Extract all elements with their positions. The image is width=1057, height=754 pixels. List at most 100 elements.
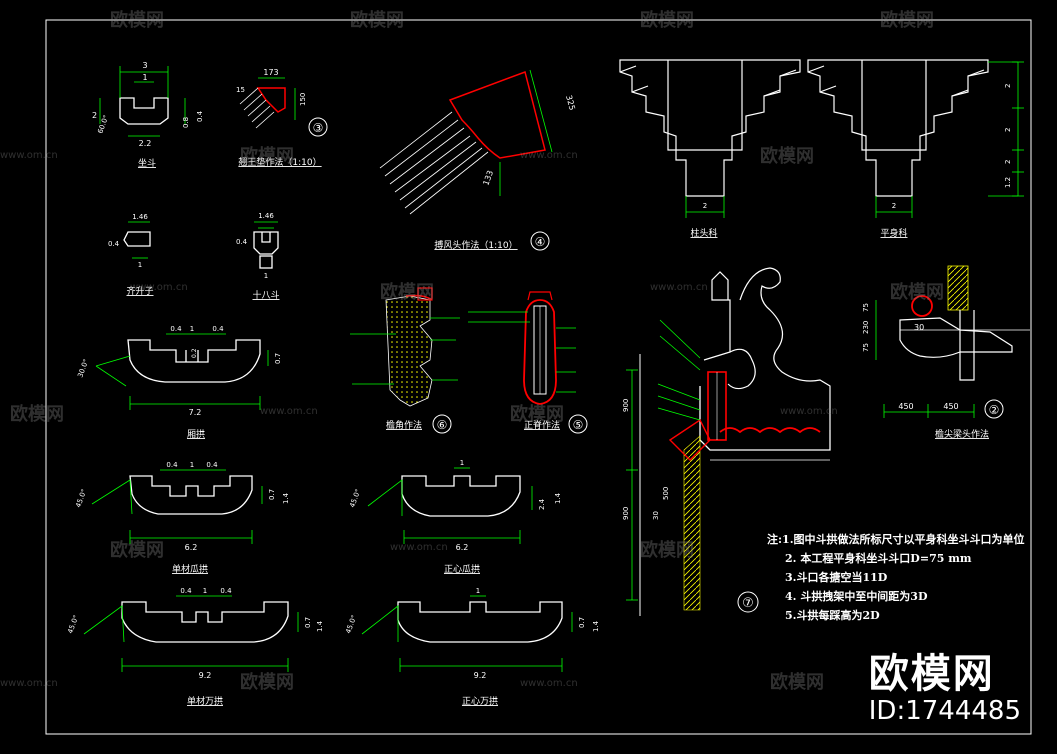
watermark-logo: 欧模网 xyxy=(770,671,824,693)
watermark-logo: 欧模网 xyxy=(10,403,64,425)
dim-ps-r2: 2 xyxy=(1004,128,1012,132)
title-zuodou: 坐斗 xyxy=(138,158,156,169)
watermark-logo: 欧模网 xyxy=(640,539,694,561)
detail-yanjiao xyxy=(350,287,460,407)
detail-zhengxinwangong xyxy=(361,595,573,672)
watermark-layer: 欧模网 欧模网 欧模网 欧模网 欧模网 欧模网 欧模网 欧模网 欧模网 欧模网 … xyxy=(10,9,944,693)
dim-ps-r3: 2 xyxy=(1004,160,1012,164)
dim-ps-r1: 2 xyxy=(1004,84,1012,88)
watermark-logo: 欧模网 xyxy=(110,539,164,561)
title-shibadou: 十八斗 xyxy=(252,289,279,301)
dim-dw-h: 0.7 xyxy=(304,617,312,628)
detail-dancaiguagong xyxy=(91,469,263,544)
title-pingshen: 平身科 xyxy=(880,227,907,239)
title-zhuangong: 厢拱 xyxy=(187,428,205,440)
dim-yj-a: 450 xyxy=(898,402,913,411)
circle-4-icon xyxy=(530,231,550,251)
detail-zuodou xyxy=(99,66,186,137)
dim-dg-l: 6.2 xyxy=(185,543,198,552)
dim-ps-b: 2 xyxy=(892,202,896,210)
title-yanjiao: 檐角作法 xyxy=(386,419,422,431)
dim-dg-a1: 0.4 xyxy=(166,461,178,469)
dim-dg-t: 1.4 xyxy=(282,492,290,504)
dim-qs-w: 1.46 xyxy=(132,213,148,221)
dim-dw-a1: 0.4 xyxy=(180,587,192,595)
detail-shibadou xyxy=(253,221,279,269)
watermark-logo: 欧模网 xyxy=(350,9,404,31)
dim-qs-b: 1 xyxy=(138,261,142,269)
circle-label-3: ③ xyxy=(313,121,324,135)
dim-tg-h: 150 xyxy=(299,93,307,106)
dim-sb-w: 1.46 xyxy=(258,212,274,220)
title-yanjia: 檐尖梁头作法 xyxy=(935,428,989,440)
dim-zg-b: 1 xyxy=(190,325,194,333)
dim-dg-a2: 0.4 xyxy=(206,461,218,469)
detail-qisheng xyxy=(123,221,151,259)
dim-sb-h: 0.4 xyxy=(236,238,248,246)
detail-zhengxinguagong xyxy=(367,467,533,544)
dim-bf-a: 325 xyxy=(564,94,577,111)
dim-zw-l: 9.2 xyxy=(474,671,487,680)
dim-q-900a: 900 xyxy=(622,399,630,412)
circle-label-6: ⑥ xyxy=(437,418,448,432)
watermark-logo: 欧模网 xyxy=(890,281,944,303)
dim-zuodou-t: 0.4 xyxy=(196,110,204,122)
dim-yj-h3: 75 xyxy=(862,343,870,352)
dim-zg-a1: 0.4 xyxy=(170,325,182,333)
drawing-frame xyxy=(45,19,1032,735)
watermark-logo: 欧模网 xyxy=(760,145,814,167)
note-line: 4. 斗拱拽架中至中间距为3D xyxy=(785,590,928,603)
detail-dancaiwangong xyxy=(83,595,299,672)
dim-zgg-l: 6.2 xyxy=(456,543,469,552)
dim-zuodou-h: 2 xyxy=(92,111,97,120)
dim-ps-r4: 1.2 xyxy=(1004,177,1012,188)
watermark-site: www.om.cn xyxy=(780,406,838,417)
watermark-site: www.om.cn xyxy=(0,678,58,689)
title-zhutou: 柱头科 xyxy=(690,227,717,239)
dim-tg-w: 173 xyxy=(263,68,278,77)
dim-q-900b: 900 xyxy=(622,507,630,520)
watermark-site: www.om.cn xyxy=(0,150,58,161)
dim-zuodou-s: 0.8 xyxy=(182,117,190,128)
title-zhengji: 正脊作法 xyxy=(524,419,560,431)
detail-zhengji xyxy=(468,291,576,405)
dim-zw-h: 0.7 xyxy=(578,617,586,628)
dim-dg-ang: 45.0° xyxy=(74,488,88,509)
title-zhengxinwangong: 正心万拱 xyxy=(462,695,498,707)
watermark-logo: 欧模网 xyxy=(240,671,294,693)
watermark-site-layer: www.om.cn www.om.cn www.om.cn www.om.cn … xyxy=(0,150,838,689)
dim-q-30: 30 xyxy=(652,511,660,520)
dim-zuodou-a: 60.0° xyxy=(96,114,110,135)
circle-5-icon xyxy=(568,414,588,434)
note-line: 注:1.图中斗拱做法所标尺寸以平身科坐斗斗口为单位 xyxy=(767,533,1025,546)
circle-label-2: ② xyxy=(989,403,1000,417)
dim-dw-ang: 45.0° xyxy=(66,614,80,635)
dim-zw-t: 1.4 xyxy=(592,620,600,632)
dim-sb-b: 1 xyxy=(264,272,268,280)
dim-dg-h: 0.7 xyxy=(268,489,276,500)
dim-dw-t: 1.4 xyxy=(316,620,324,632)
watermark-logo: 欧模网 xyxy=(510,403,564,425)
detail-ridge-section xyxy=(626,267,831,616)
dim-tg-s: 15 xyxy=(236,86,245,94)
circle-label-4: ④ xyxy=(535,235,546,249)
dim-dw-l: 9.2 xyxy=(199,671,212,680)
watermark-site: www.om.cn xyxy=(390,542,448,553)
detail-pingshen xyxy=(807,59,1024,218)
brand-stamp: 欧模网 ID:1744485 xyxy=(869,652,1021,726)
dim-q-500: 500 xyxy=(662,487,670,500)
note-line: 3.斗口各搪空当11D xyxy=(785,571,888,584)
dim-zg-l: 7.2 xyxy=(189,408,202,417)
watermark-site: www.om.cn xyxy=(650,282,708,293)
dim-zgg-ang: 45.0° xyxy=(348,488,362,509)
detail-bofeng xyxy=(379,69,553,215)
watermark-site: www.om.cn xyxy=(520,678,578,689)
watermark-site: www.om.cn xyxy=(520,150,578,161)
dim-zw-ang: 45.0° xyxy=(344,614,358,635)
circle-7-icon xyxy=(737,591,759,613)
detail-zhutou xyxy=(619,59,801,218)
dim-yj-h1: 75 xyxy=(862,303,870,312)
dim-zuodou-b: 2.2 xyxy=(139,139,152,148)
title-tiangong: 翘王垫作法（1:10） xyxy=(238,156,321,168)
